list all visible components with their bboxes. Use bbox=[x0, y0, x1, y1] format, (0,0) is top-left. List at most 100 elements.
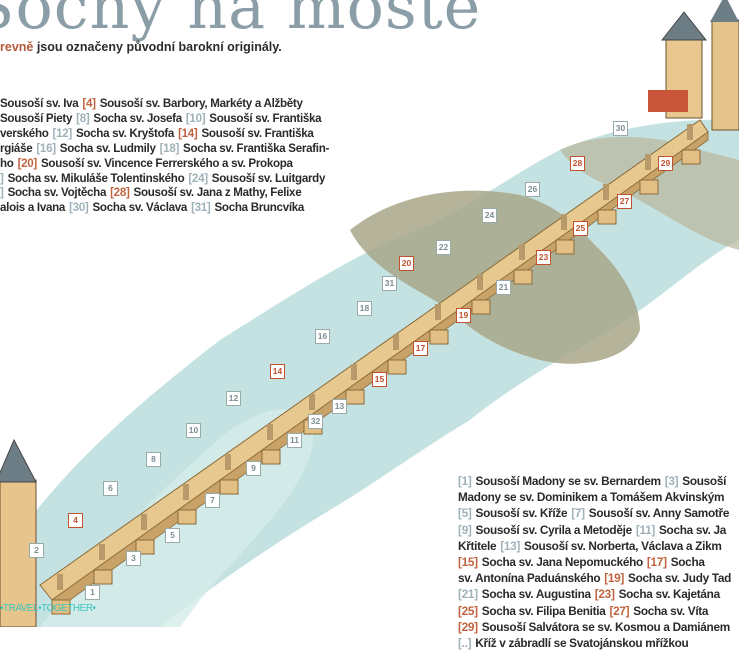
bridge-pier bbox=[345, 389, 365, 405]
bridge-pier bbox=[93, 569, 113, 585]
legend-text: Socha bbox=[670, 555, 705, 570]
legend-line: verského[12]Socha sv. Kryštofa[14]Sousoš… bbox=[0, 127, 333, 142]
legend-text: Socha sv. Mikuláše Tolentinského bbox=[7, 171, 185, 185]
legend-text: Sousoší Madony se sv. Bernardem bbox=[475, 474, 662, 488]
legend-number: [1] bbox=[458, 474, 472, 488]
legend-left: Sousoší sv. Iva[4]Sousoší sv. Barbory, M… bbox=[0, 97, 333, 216]
legend-text: Socha sv. Kryštofa bbox=[75, 126, 175, 140]
legend-text: Sousoší sv. Barbory, Markéty a Alžběty bbox=[99, 97, 303, 110]
bridge-pier bbox=[471, 299, 491, 315]
legend-text: Sousoší sv. Iva bbox=[0, 97, 79, 110]
legend-text: Socha sv. Augustina bbox=[481, 587, 591, 602]
legend-text: Socha Bruncvíka bbox=[214, 201, 305, 215]
legend-line: [1]Sousoší Madony se sv. Bernardem[3]Sou… bbox=[458, 473, 735, 489]
statue-marker: 5 bbox=[165, 528, 180, 543]
statue bbox=[309, 394, 315, 410]
statue-marker: 8 bbox=[146, 452, 161, 467]
legend-number: [..] bbox=[458, 636, 472, 651]
statue bbox=[99, 544, 105, 560]
legend-number: ] bbox=[0, 186, 4, 200]
legend-line: Křtitele[13]Sousoší sv. Norberta, Václav… bbox=[458, 538, 735, 554]
bridge-pier bbox=[429, 329, 449, 345]
statue bbox=[435, 304, 441, 320]
bridge-pier bbox=[261, 449, 281, 465]
legend-line: [..]Kříž v zábradlí se Svatojánskou mříž… bbox=[458, 635, 735, 651]
statue-marker: 2 bbox=[29, 543, 44, 558]
legend-number: [12] bbox=[52, 126, 73, 140]
statue-marker: 10 bbox=[186, 423, 201, 438]
legend-text: Socha sv. Kajetána bbox=[618, 587, 721, 602]
statue bbox=[141, 514, 147, 530]
lesser-town-tower bbox=[648, 0, 739, 131]
statue-marker: 6 bbox=[103, 481, 118, 496]
statue-marker: 26 bbox=[525, 182, 540, 197]
statue-marker: 1 bbox=[85, 585, 100, 600]
statue-marker: 13 bbox=[332, 399, 347, 414]
statue-marker: 28 bbox=[570, 156, 585, 171]
legend-text: Sousoší sv. Kříže bbox=[475, 506, 568, 521]
bridge-pier bbox=[51, 599, 71, 615]
legend-right: [1]Sousoší Madony se sv. Bernardem[3] Sou… bbox=[458, 473, 735, 651]
legend-number: [3] bbox=[664, 474, 679, 488]
legend-text: Socha sv. Filipa Benitia bbox=[481, 603, 606, 618]
statue bbox=[393, 334, 399, 350]
legend-text: Sousoší sv. Františka bbox=[201, 126, 314, 140]
legend-line: Madony se sv. Dominikem a Tomášem Akvins… bbox=[458, 489, 735, 505]
legend-text: Socha sv. Václava bbox=[92, 201, 188, 215]
watermark: •TRAVEL•TOGETHER• bbox=[0, 603, 96, 614]
bridge-pier bbox=[135, 539, 155, 555]
legend-line: ]Socha sv. Vojtěcha[28]Sousoší sv. Jana … bbox=[0, 186, 333, 201]
legend-text: Socha sv. Vojtěcha bbox=[7, 186, 107, 200]
legend-text: alois a Ivana bbox=[0, 201, 66, 215]
legend-number: [11] bbox=[635, 522, 655, 537]
statue-marker: 27 bbox=[617, 194, 632, 209]
statue-marker: 15 bbox=[372, 372, 387, 387]
legend-number: [19] bbox=[604, 571, 625, 586]
legend-text: Socha sv. Jana Nepomuckého bbox=[481, 555, 643, 570]
legend-text: Socha sv. Ludmily bbox=[59, 141, 156, 155]
legend-number: [16] bbox=[36, 141, 56, 155]
legend-text: Křtitele bbox=[458, 538, 497, 553]
statue-marker: 12 bbox=[226, 391, 241, 406]
subtitle-text: jsou označeny původní barokní originály. bbox=[33, 40, 282, 54]
statue-marker: 14 bbox=[270, 364, 285, 379]
bridge-pier bbox=[177, 509, 197, 525]
legend-number: [30] bbox=[69, 201, 89, 215]
statue-marker: 17 bbox=[413, 341, 428, 356]
legend-text: Sousoší sv. Františka bbox=[209, 111, 322, 125]
statue-marker: 7 bbox=[205, 493, 220, 508]
legend-number: [7] bbox=[571, 506, 585, 521]
legend-line: [25]Socha sv. Filipa Benitia[27]Socha sv… bbox=[458, 603, 735, 619]
legend-number: [8] bbox=[76, 111, 90, 125]
bridge-pier bbox=[387, 359, 407, 375]
legend-line: [15]Socha sv. Jana Nepomuckého[17]Socha bbox=[458, 554, 735, 570]
statue-marker: 16 bbox=[315, 329, 330, 344]
legend-text: Sousoší sv. Cyrila a Metoděje bbox=[475, 522, 633, 537]
bridge-pier bbox=[597, 209, 617, 225]
statue-marker: 24 bbox=[482, 208, 497, 223]
legend-number: [9] bbox=[458, 522, 472, 537]
legend-number: [13] bbox=[500, 538, 521, 553]
legend-text: ho bbox=[0, 156, 14, 170]
legend-text: Sousoší Piety bbox=[0, 111, 73, 125]
legend-text: Socha sv. Františka Serafin- bbox=[183, 141, 330, 155]
bridge-pier bbox=[555, 239, 575, 255]
old-town-tower bbox=[0, 438, 37, 627]
statue bbox=[561, 214, 567, 230]
legend-text: Socha sv. Judy Tad bbox=[628, 571, 732, 586]
statue-marker: 18 bbox=[357, 301, 372, 316]
legend-number: [31] bbox=[191, 201, 211, 215]
legend-text: sv. Antonína Paduánského bbox=[458, 571, 601, 586]
bridge-pier bbox=[219, 479, 239, 495]
legend-number: [14] bbox=[178, 126, 198, 140]
statue-marker: 29 bbox=[658, 156, 673, 171]
statue-marker: 11 bbox=[287, 433, 302, 448]
statue-marker: 31 bbox=[382, 276, 397, 291]
legend-text: Socha sv. Ja bbox=[658, 522, 726, 537]
legend-line: [9]Sousoší sv. Cyrila a Metoděje[11]Soch… bbox=[458, 522, 735, 538]
bridge-illustration bbox=[0, 0, 739, 627]
bridge-pier bbox=[681, 149, 701, 165]
legend-number: [18] bbox=[159, 141, 180, 155]
legend-line: [21]Socha sv. Augustina[23]Socha sv. Kaj… bbox=[458, 586, 735, 602]
page-title: Sochy na moste bbox=[0, 0, 482, 43]
